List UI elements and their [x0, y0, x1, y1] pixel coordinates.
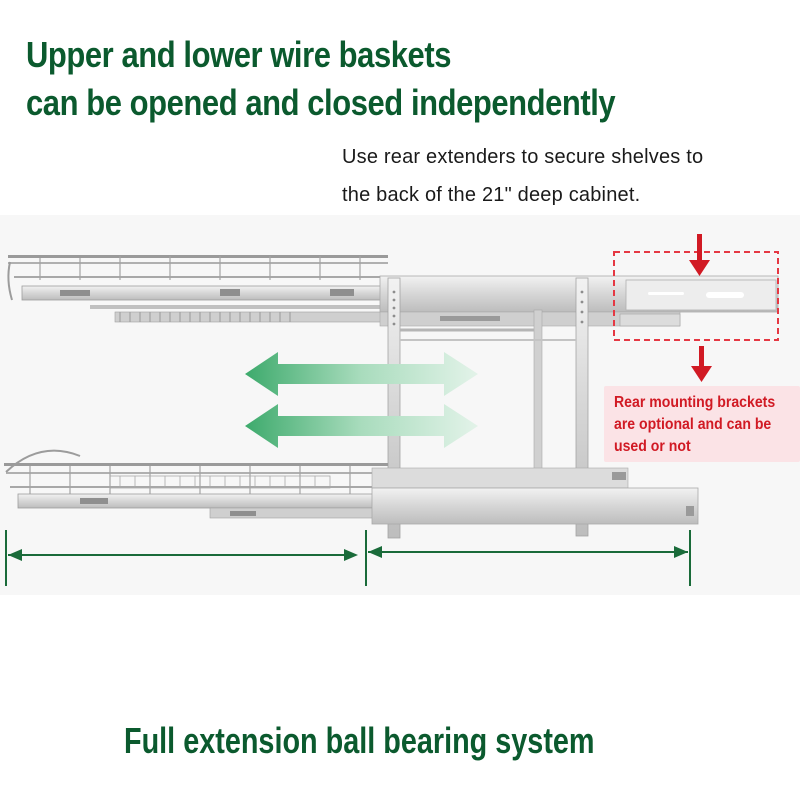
double-headed-arrow-icon: [245, 404, 478, 448]
rear-bracket-callout: Rear mounting brackets are optional and …: [604, 386, 800, 462]
headline-line-1: Upper and lower wire baskets: [26, 34, 451, 75]
note-line-1: Use rear extenders to secure shelves to: [342, 146, 704, 168]
down-arrow-icon: [689, 234, 710, 276]
upper-wire-basket: [7, 255, 390, 323]
note-line-2: the back of the 21" deep cabinet.: [342, 184, 641, 206]
dimension-arrow-left: [5, 530, 358, 586]
callout-line-1: Rear mounting brackets: [614, 394, 776, 411]
headline-line-2: can be opened and closed independently: [26, 82, 616, 123]
lower-wire-basket: [4, 449, 389, 519]
rear-extender: [625, 279, 777, 311]
dimension-arrow-right: [365, 530, 691, 586]
callout-line-3: used or not: [614, 438, 691, 455]
rear-extender-highlight: [613, 251, 779, 341]
lower-slide-rail: [371, 467, 699, 525]
down-arrow-icon: [691, 346, 712, 382]
callout-line-2: are optional and can be: [614, 416, 772, 433]
double-headed-arrow-icon: [245, 352, 478, 396]
footer-caption: Full extension ball bearing system: [124, 720, 595, 761]
footer-band: [0, 686, 800, 800]
